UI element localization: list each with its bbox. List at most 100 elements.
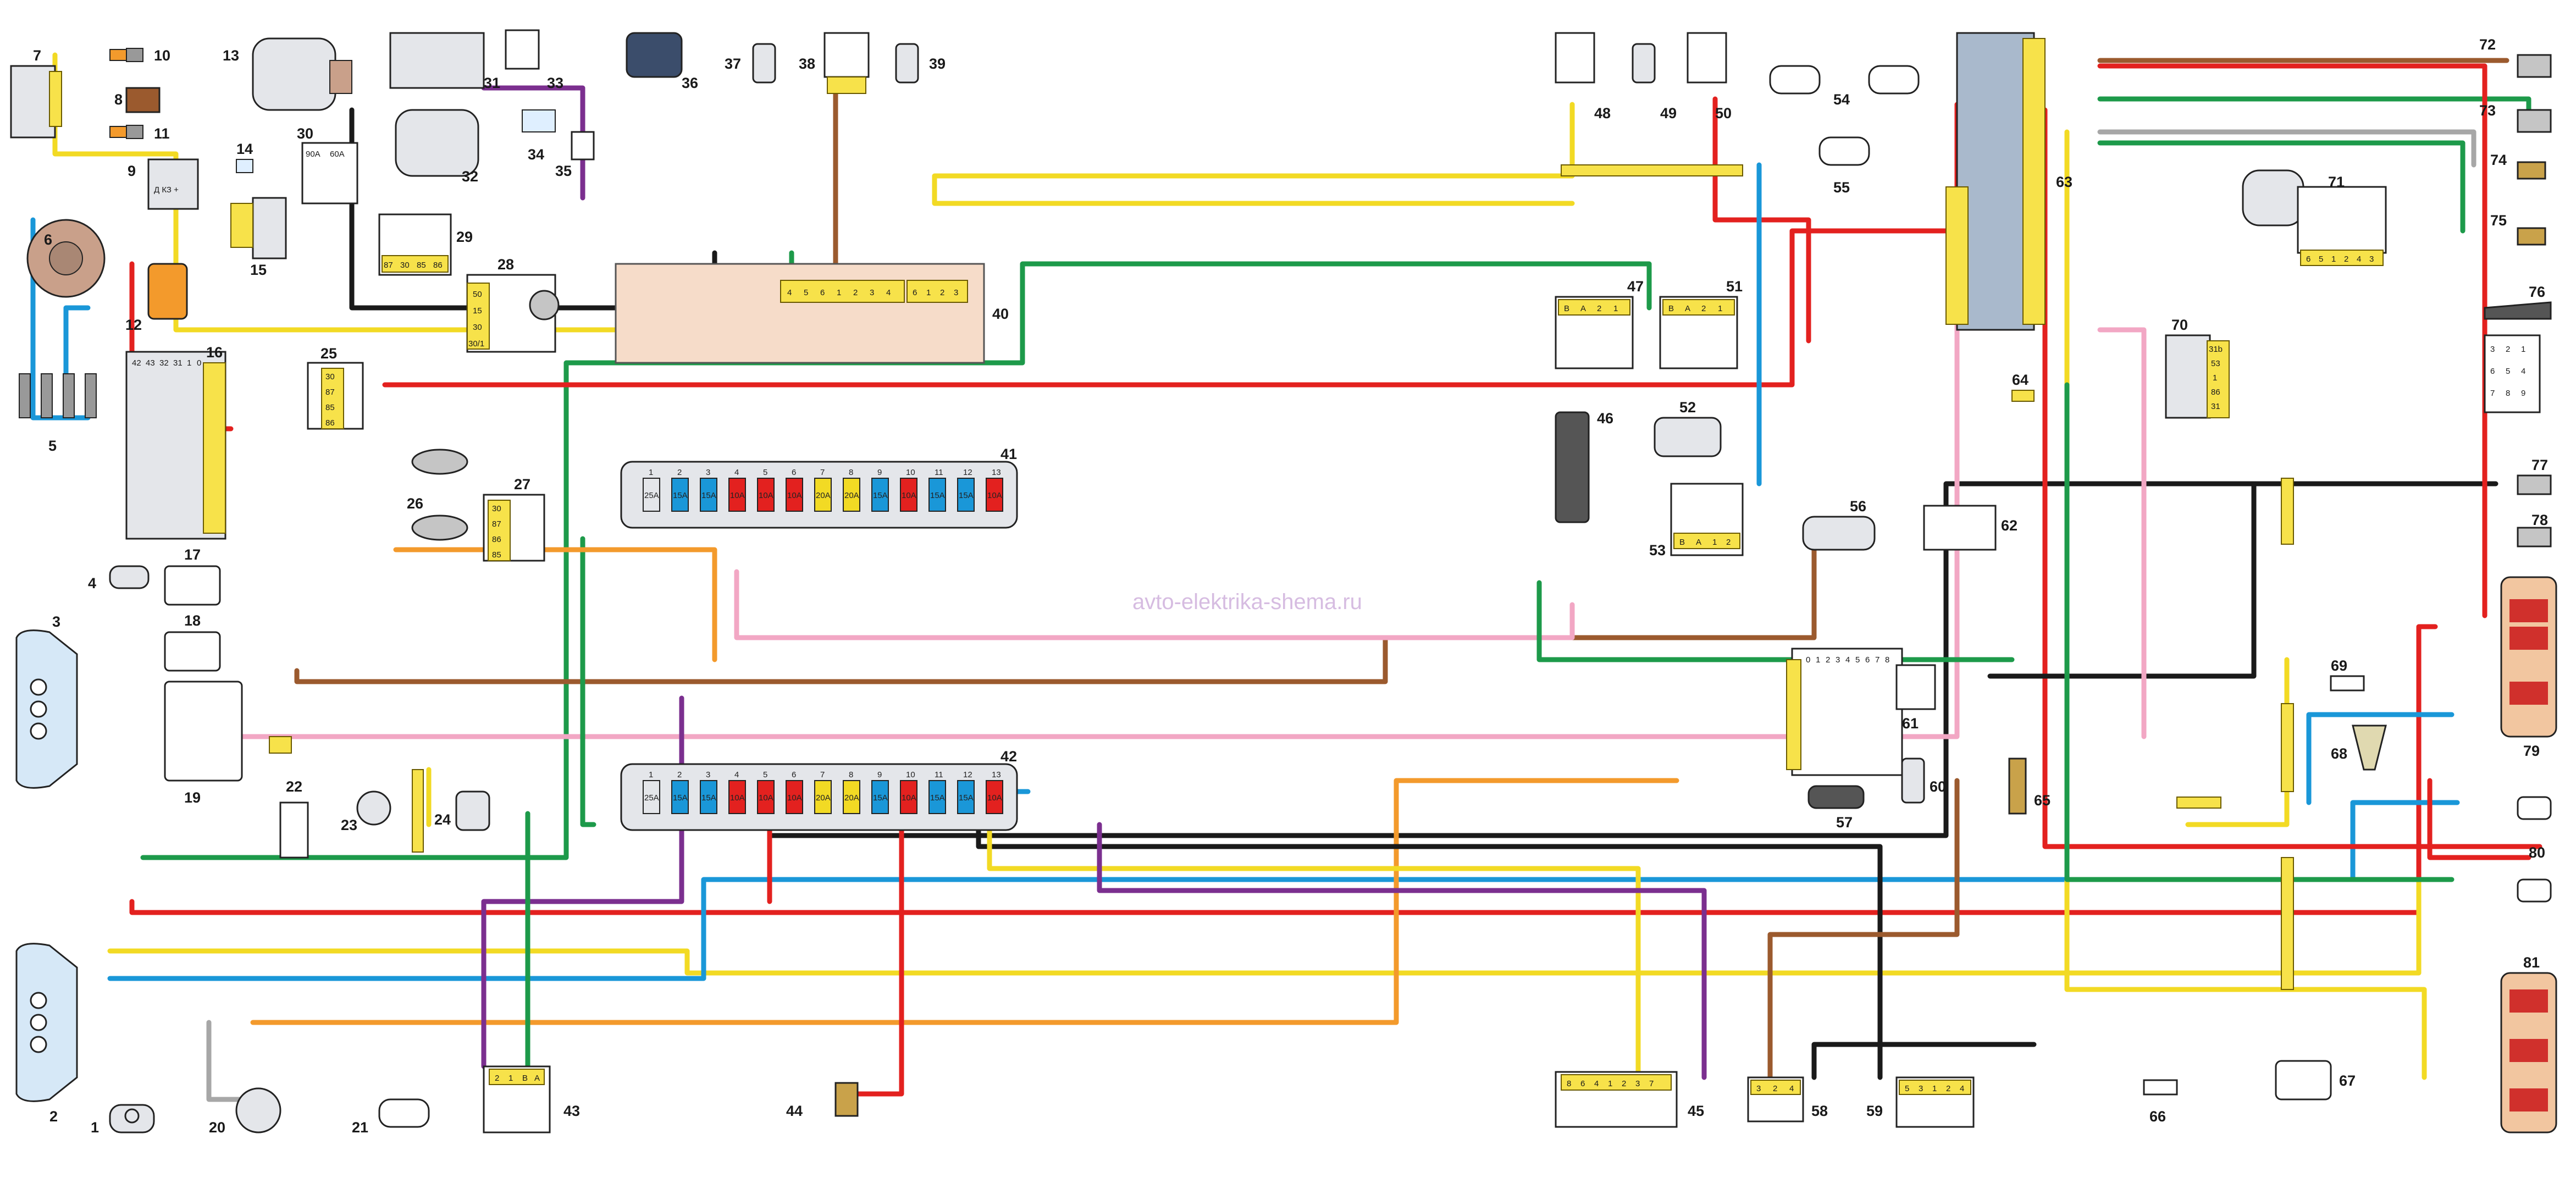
label-65: 65 [2034,792,2050,809]
connector-hub [2281,703,2294,792]
component-1: 1 [91,1104,155,1136]
fuse-number: 3 [706,770,710,779]
svg-text:86: 86 [325,418,335,428]
component-41: 125A215A315A410A510A610A720A820A915A1010… [620,446,1018,529]
label-40: 40 [992,306,1009,322]
component-58: 3 2 4 58 [1747,1076,1828,1122]
label-15: 15 [250,262,267,278]
selector-position: 7 [1875,655,1880,665]
component-68: 68 [2331,725,2387,771]
alternator-32 [395,109,479,177]
switch-pin: 8 [2506,389,2510,398]
injector-37 [752,43,776,84]
switch-pin: 7 [2490,389,2495,398]
svg-text:2: 2 [1726,538,1731,547]
label-53: 53 [1649,542,1666,558]
sensor-65 [2008,757,2027,815]
label-20: 20 [209,1119,225,1136]
label-14: 14 [236,141,253,157]
component-56: 56 [1802,498,1876,551]
label-7: 7 [33,47,41,64]
horn-26a [411,449,468,475]
connector-hub [2281,857,2294,990]
fuse-number: 4 [734,770,739,779]
fuse-rating: 15A [701,793,716,803]
label-9: 9 [128,163,136,179]
svg-text:3: 3 [1919,1084,1923,1093]
fuse [986,780,1003,814]
sensor-77 [2517,474,2552,495]
label-73: 73 [2479,102,2496,119]
connector-hub [1786,659,1801,770]
label-61: 61 [1902,715,1919,732]
svg-text:B: B [1564,304,1569,313]
fuse [986,478,1003,512]
label-44: 44 [786,1103,803,1119]
component-layer: 1 2 3 4 5 [10,29,2557,1136]
label-80: 80 [2529,844,2545,861]
switch-69 [2330,675,2365,692]
svg-text:2: 2 [1622,1079,1626,1088]
label-78: 78 [2531,512,2548,528]
label-1: 1 [91,1119,99,1136]
component-72: 72 [2479,36,2552,78]
label-34: 34 [528,146,544,163]
component-53: B A 1 2 53 [1649,483,1744,558]
wire-red [1712,96,1811,344]
fan-56 [1802,516,1876,551]
lamp-50 [1687,32,1727,84]
svg-text:85: 85 [417,261,426,270]
connector-34 [522,109,556,132]
component-54: 54 [1769,65,1920,108]
selector-position: 0 [1806,655,1810,665]
label-37: 37 [725,56,741,72]
fuse [728,478,746,512]
fuse [928,478,946,512]
fuse-rating: 10A [730,491,745,500]
svg-text:1: 1 [2331,255,2336,264]
label-3: 3 [52,613,60,630]
fuse [671,478,689,512]
wire-yellow [932,173,1575,206]
wire-orange [393,547,717,662]
relay-61 [1895,664,1936,710]
label-48: 48 [1594,105,1611,121]
fuse-rating: 10A [987,491,1002,500]
component-27: 30 87 86 85 27 [483,476,545,562]
connector-hub [269,736,292,754]
label-43: 43 [563,1103,580,1119]
svg-text:6: 6 [913,288,917,297]
component-34: 34 [522,109,556,163]
fuse-number: 13 [992,770,1001,779]
svg-text:7: 7 [1649,1079,1654,1088]
wire-blue [107,800,2460,981]
label-31: 31 [484,75,500,91]
svg-text:2: 2 [940,288,944,297]
svg-text:85: 85 [492,550,501,560]
svg-text:2: 2 [1773,1084,1777,1093]
svg-text:4: 4 [1960,1084,1964,1093]
selector-position: 3 [1836,655,1840,665]
label-25: 25 [320,345,337,362]
fuse-number: 3 [706,468,710,477]
label-22: 22 [286,778,302,795]
injector-39 [895,43,919,84]
svg-text:87: 87 [384,261,393,270]
svg-text:A: A [534,1074,540,1083]
label-16: 16 [206,344,223,361]
wire-blue [63,305,91,388]
fuse [786,780,803,814]
lamp-icon [124,1108,140,1124]
fuse-number: 9 [877,468,882,477]
wire-black [1987,481,2257,679]
fuse-number: 4 [734,468,739,477]
label-66: 66 [2149,1108,2166,1125]
label-74: 74 [2490,152,2507,168]
component-79: 79 [2500,576,2557,759]
svg-text:31: 31 [2211,402,2220,411]
component-70: 31b 53 1 86 31 70 [2165,317,2230,419]
svg-text:30: 30 [473,323,482,332]
svg-text:4: 4 [1789,1084,1794,1093]
switch-76 [2484,334,2541,413]
wiper-block-71 [2297,186,2387,254]
